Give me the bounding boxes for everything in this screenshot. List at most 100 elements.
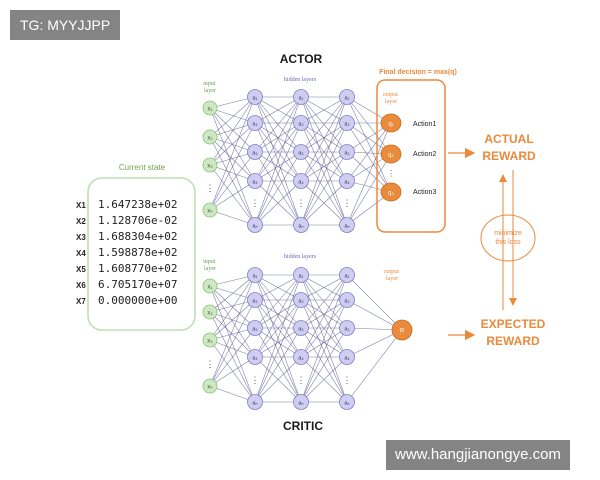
critic-edge bbox=[300, 327, 348, 403]
state-variable-name: X4 bbox=[76, 249, 86, 258]
critic-hidden-neuron-label: aₙ bbox=[298, 401, 304, 407]
actor-edge bbox=[300, 122, 348, 153]
actor-hidden-neuron-label: aₙ bbox=[298, 224, 304, 230]
actor-edge bbox=[300, 96, 348, 153]
actor-hidden-layers-label: hidden layers bbox=[284, 77, 317, 83]
critic-edge bbox=[254, 327, 302, 358]
actor-hidden-neuron-label: a₄ bbox=[298, 180, 304, 186]
critic-edge bbox=[209, 356, 256, 387]
critic-hidden-ellipsis: ⋮ bbox=[343, 375, 352, 385]
critic-edge bbox=[254, 299, 302, 358]
critic-hidden-neuron bbox=[339, 292, 355, 308]
critic-edge bbox=[209, 274, 256, 387]
actor-input-neuron bbox=[202, 129, 218, 145]
watermark-top-left: TG: MYYJJPP bbox=[10, 10, 121, 40]
minimize-loss-oval bbox=[480, 214, 536, 262]
actor-edge bbox=[209, 122, 256, 166]
critic-edge bbox=[209, 274, 256, 341]
actor-edge bbox=[254, 96, 302, 182]
critic-edge bbox=[254, 299, 302, 329]
svg-text:REWARD: REWARD bbox=[482, 149, 536, 163]
actor-edge bbox=[346, 122, 392, 226]
actor-edge bbox=[300, 180, 348, 226]
state-box bbox=[87, 177, 196, 331]
actor-edge bbox=[254, 151, 302, 226]
critic-edge bbox=[254, 274, 302, 329]
critic-input-layer-label: input layer bbox=[203, 259, 217, 272]
minimize-loss-label: minimize this loss bbox=[494, 230, 522, 246]
critic-edge bbox=[209, 311, 256, 358]
critic-output-layer-label: output layer bbox=[384, 269, 401, 282]
actor-input-neuron-label: x₁ bbox=[207, 107, 212, 113]
critic-hidden-neuron-label: a₄ bbox=[252, 356, 258, 362]
critic-input-ellipsis: ⋮ bbox=[206, 359, 215, 369]
actor-edge bbox=[209, 122, 256, 211]
critic-edge bbox=[346, 329, 403, 403]
actor-edge bbox=[209, 209, 256, 226]
state-variable-name: X3 bbox=[76, 233, 86, 242]
actor-edge bbox=[209, 96, 256, 211]
actor-hidden-neuron-label: a₃ bbox=[298, 151, 303, 157]
critic-hidden-neuron-label: a₂ bbox=[344, 299, 349, 305]
actor-edge bbox=[346, 96, 392, 193]
critic-hidden-neuron-label: a₃ bbox=[344, 327, 349, 333]
critic-hidden-ellipsis: ⋮ bbox=[297, 375, 306, 385]
critic-hidden-neuron-label: a₂ bbox=[298, 299, 303, 305]
actor-hidden-neuron bbox=[293, 115, 309, 131]
actor-edge bbox=[209, 107, 256, 124]
state-variable-value: 1.128706e-02 bbox=[98, 214, 177, 227]
actor-edge bbox=[209, 96, 256, 138]
expected-reward-label: EXPECTED REWARD bbox=[481, 317, 546, 348]
actor-output-layer-label: output layer bbox=[383, 92, 400, 105]
critic-edge bbox=[209, 339, 256, 403]
actor-edge bbox=[300, 122, 348, 182]
actor-edge bbox=[300, 96, 348, 226]
critic-edge bbox=[209, 299, 256, 387]
actor-hidden-neuron bbox=[247, 115, 263, 131]
actor-hidden-neuron-label: aₙ bbox=[344, 224, 350, 230]
actor-input-neuron bbox=[202, 202, 218, 218]
state-variable-value: 1.688304e+02 bbox=[98, 230, 177, 243]
actor-output-frame bbox=[376, 79, 446, 233]
actor-edge bbox=[254, 180, 302, 226]
svg-text:this loss: this loss bbox=[495, 239, 521, 246]
actual-reward-label: ACTUAL REWARD bbox=[482, 132, 536, 163]
actor-hidden-neuron bbox=[293, 89, 309, 105]
critic-hidden-neuron bbox=[247, 349, 263, 365]
critic-output-neuron-label: R bbox=[400, 329, 405, 335]
actor-edge bbox=[300, 96, 348, 124]
critic-edge bbox=[346, 274, 403, 331]
critic-hidden-neuron-label: a₂ bbox=[252, 299, 257, 305]
actor-hidden-neuron bbox=[293, 144, 309, 160]
actor-hidden-neuron bbox=[339, 217, 355, 233]
critic-hidden-neuron bbox=[339, 394, 355, 410]
critic-hidden-neuron-label: a₁ bbox=[253, 274, 258, 280]
critic-edge bbox=[209, 285, 256, 329]
critic-hidden-ellipsis: ⋮ bbox=[251, 375, 260, 385]
state-variable-value: 1.608770e+02 bbox=[98, 262, 177, 275]
critic-edge bbox=[254, 327, 302, 403]
actor-hidden-neuron-label: a₁ bbox=[299, 96, 304, 102]
watermark-bottom-right: www.hangjianongye.com bbox=[386, 440, 570, 470]
critic-hidden-neuron bbox=[339, 267, 355, 283]
critic-input-neuron-label: xₙ bbox=[207, 385, 213, 391]
actor-hidden-neuron-label: aₙ bbox=[252, 224, 258, 230]
critic-hidden-neuron bbox=[293, 320, 309, 336]
state-variable-name: X1 bbox=[76, 201, 86, 210]
critic-hidden-neuron-label: aₙ bbox=[252, 401, 258, 407]
critic-hidden-neuron bbox=[339, 320, 355, 336]
critic-input-neuron-label: x₁ bbox=[207, 285, 212, 291]
critic-edge bbox=[209, 285, 256, 358]
action-2-label: Action2 bbox=[413, 151, 436, 158]
actor-input-neuron bbox=[202, 100, 218, 116]
critic-edge bbox=[300, 274, 348, 358]
critic-edge bbox=[300, 274, 348, 403]
state-variable-value: 1.647238e+02 bbox=[98, 198, 177, 211]
critic-edge bbox=[300, 274, 348, 301]
critic-input-neuron-label: x₃ bbox=[207, 339, 213, 345]
critic-edge bbox=[254, 299, 302, 403]
actor-edge bbox=[346, 96, 392, 155]
actor-edge bbox=[254, 122, 302, 153]
critic-input-neuron bbox=[202, 304, 218, 320]
